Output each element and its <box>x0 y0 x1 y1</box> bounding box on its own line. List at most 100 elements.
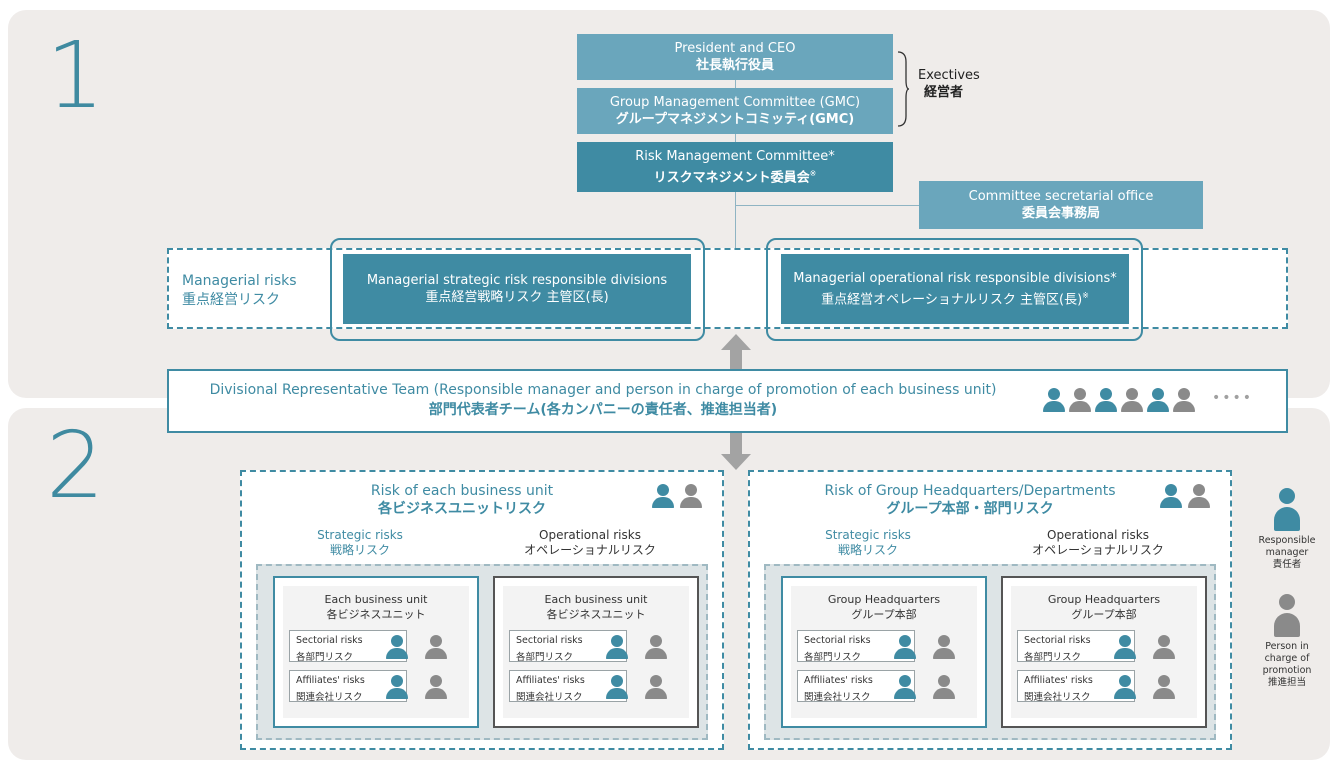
person-head <box>650 675 662 687</box>
executives-bracket <box>897 51 910 127</box>
person-icon <box>606 675 628 699</box>
person-icon <box>894 675 916 699</box>
person-icon <box>1069 388 1091 412</box>
person-body <box>645 688 667 699</box>
person-icon <box>425 635 447 659</box>
person-icon <box>1173 388 1195 412</box>
person-icon <box>386 675 408 699</box>
person-head <box>1119 675 1131 687</box>
connector <box>735 134 736 142</box>
legend-responsible-en2: manager <box>1265 547 1309 558</box>
person-body <box>606 688 628 699</box>
operational-div-mark: ※ <box>1082 290 1089 300</box>
risk-row-en: Sectorial risks <box>296 635 363 646</box>
person-icon <box>680 484 702 508</box>
person-head <box>430 635 442 647</box>
person-head <box>938 675 950 687</box>
legend-promotion-en2: charge of <box>1264 653 1310 664</box>
risk-row-jp: 関連会社リスク <box>516 692 583 703</box>
legend-responsible-en1: Responsible <box>1258 535 1316 546</box>
person-head <box>1193 484 1205 496</box>
person-icon <box>645 675 667 699</box>
risk-row-jp: 関連会社リスク <box>296 692 363 703</box>
person-icon <box>1121 388 1143 412</box>
promotion-person-icon <box>1274 594 1300 638</box>
risk-row-jp: 各部門リスク <box>296 652 354 663</box>
ceo-en: President and CEO <box>674 41 796 56</box>
executives-en: Exectives <box>918 68 980 83</box>
card-title-en: Each business unit <box>544 593 648 606</box>
ceo-box: President and CEO 社長執行役員 <box>577 34 893 80</box>
strategic-label-jp: 戦略リスク <box>329 543 390 557</box>
person-body <box>386 688 408 699</box>
section-number-2: 2 <box>46 412 105 519</box>
card-title-jp: 各ビジネスユニット <box>546 608 646 621</box>
person-body <box>425 648 447 659</box>
person-icon <box>894 635 916 659</box>
risk-row-en: Affiliates' risks <box>804 675 873 686</box>
operational-div-en: Managerial operational risk responsible … <box>793 270 1117 286</box>
managerial-jp: 重点経営リスク <box>182 292 280 308</box>
person-head <box>430 675 442 687</box>
person-head <box>611 635 623 647</box>
person-body <box>933 688 955 699</box>
secretariat-box: Committee secretarial office 委員会事務局 <box>919 181 1203 229</box>
card-title-en: Each business unit <box>324 593 428 606</box>
person-icon <box>1188 484 1210 508</box>
strategic-div-outline <box>330 238 705 341</box>
risk-row-en: Sectorial risks <box>1024 635 1091 646</box>
person-body <box>1153 688 1175 699</box>
legend-responsible-jp: 責任者 <box>1272 559 1302 570</box>
legend-promotion-jp: 推進担当 <box>1267 677 1306 688</box>
rmc-box: Risk Management Committee* リスクマネジメント委員会※ <box>577 142 893 192</box>
risk-row-en: Sectorial risks <box>804 635 871 646</box>
legend-promotion-en1: Person in <box>1265 641 1309 652</box>
managerial-en: Managerial risks <box>182 273 297 289</box>
strategic-div-box: Managerial strategic risk responsible di… <box>343 254 691 324</box>
secretariat-jp: 委員会事務局 <box>1021 206 1100 221</box>
connector <box>735 80 736 88</box>
person-body <box>1114 648 1136 659</box>
gmc-jp: グループマネジメントコミッティ(GMC) <box>615 112 855 127</box>
person-body <box>1153 648 1175 659</box>
strategic-div-jp: 重点経営戦略リスク 主管区(長) <box>425 290 609 305</box>
person-head <box>1119 635 1131 647</box>
person-body <box>894 648 916 659</box>
operational-div-outline <box>766 238 1143 341</box>
person-icon <box>933 675 955 699</box>
person-icon <box>1114 675 1136 699</box>
person-icon <box>1153 635 1175 659</box>
divisional-jp: 部門代表者チーム(各カンパニーの責任者、推進担当者) <box>428 402 778 418</box>
legend-promotion: Person in charge of promotion 推進担当 <box>1250 594 1324 689</box>
person-head <box>1158 635 1170 647</box>
gmc-en: Group Management Committee (GMC) <box>609 95 861 110</box>
executives-jp: 経営者 <box>924 85 964 100</box>
person-icon <box>1114 635 1136 659</box>
rmc-down-connector <box>735 192 736 248</box>
person-head <box>391 675 403 687</box>
divisional-dots: •••• <box>1212 390 1254 406</box>
risk-row-jp: 各部門リスク <box>804 652 862 663</box>
secretariat-en: Committee secretarial office <box>968 189 1154 204</box>
person-body <box>645 648 667 659</box>
gmc-box: Group Management Committee (GMC) グループマネジ… <box>577 88 893 134</box>
person-head <box>611 675 623 687</box>
strategic-div-en: Managerial strategic risk responsible di… <box>366 273 668 288</box>
person-body <box>1160 497 1182 508</box>
rmc-mark: ※ <box>809 168 817 178</box>
person-body <box>1188 497 1210 508</box>
person-body <box>652 497 674 508</box>
executives-label: Exectives 経営者 <box>918 67 980 101</box>
operational-div-jp-wrap: 重点経営オペレーショナルリスク 主管区(長)※ <box>821 287 1089 308</box>
person-body <box>894 688 916 699</box>
card-title-jp: グループ本部 <box>1071 608 1137 621</box>
strategic-label-en: Strategic risks <box>825 528 911 542</box>
risk-row-jp: 関連会社リスク <box>1024 692 1091 703</box>
risk-row-jp: 各部門リスク <box>1024 652 1082 663</box>
person-icon <box>652 484 674 508</box>
person-icon <box>645 635 667 659</box>
operational-div-box: Managerial operational risk responsible … <box>781 254 1129 324</box>
